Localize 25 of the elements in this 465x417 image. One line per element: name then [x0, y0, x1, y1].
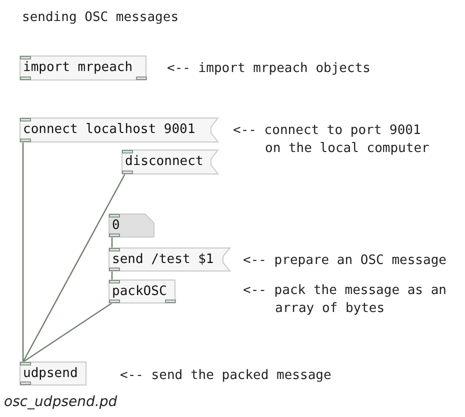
object-text: disconnect	[125, 153, 204, 170]
patch-cord	[111, 237, 113, 248]
file-caption: osc_udpsend.pd	[4, 393, 118, 411]
object-box	[20, 362, 86, 385]
message-box	[122, 150, 218, 174]
comment: <-- prepare an OSC message	[243, 252, 446, 270]
object-box	[109, 280, 175, 303]
object-text: send /test $1	[112, 251, 214, 268]
patch-title: sending OSC messages	[22, 9, 179, 27]
comment: <-- connect to port 9001 on the local computer	[233, 122, 430, 158]
comment: <-- import mrpeach objects	[167, 60, 370, 78]
comment: <-- pack the message as an array of bytes	[243, 282, 448, 318]
comment: <-- send the packed message	[120, 367, 332, 385]
message-box	[20, 118, 218, 142]
object-text: 0	[112, 217, 120, 234]
object-text: packOSC	[112, 283, 167, 300]
patch-cord	[22, 174, 126, 362]
object-box	[20, 56, 146, 80]
number-box	[109, 214, 154, 237]
object-text: import mrpeach	[23, 59, 133, 76]
patch-cord	[22, 142, 24, 362]
object-text: connect localhost 9001	[23, 121, 196, 138]
patch-cord	[22, 302, 112, 363]
object-text: udpsend	[23, 365, 78, 382]
message-box	[109, 248, 230, 271]
